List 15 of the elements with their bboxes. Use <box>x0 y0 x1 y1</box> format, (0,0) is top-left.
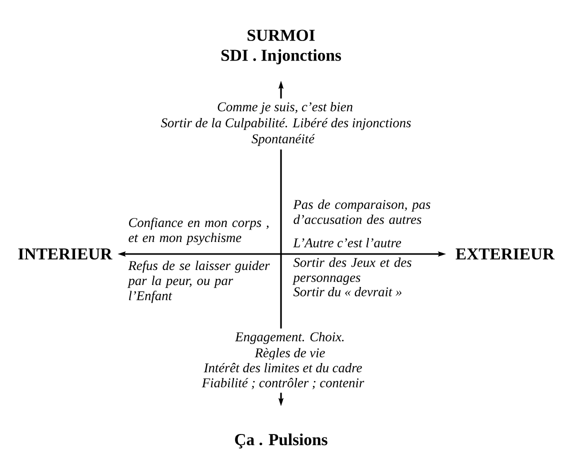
axis-label: SDI . Injonctions <box>221 49 342 64</box>
annotation-text: Intérêt des limites et du cadre <box>202 359 364 376</box>
annotation-text: Engagement. Choix. <box>233 328 347 348</box>
annotation-text: Spontanéité <box>250 130 316 150</box>
annotation-text: Sortir des Jeux et des personnages <box>292 258 412 285</box>
annotation-text: L’Autre c’est l’autre <box>293 238 402 248</box>
annotation-text: Fiabilité ; contrôler ; contenir <box>200 374 366 393</box>
axis-label: SURMOI <box>248 30 315 41</box>
axis-label: Ça . Pulsions <box>235 434 328 448</box>
annotation-text: Confiance en mon corps , et en mon psychisme <box>128 218 269 245</box>
annotation-text: Pas de comparaison, pas d’accusation des autres <box>293 200 430 224</box>
annotation-text: Sortir du « devrait » <box>293 286 402 296</box>
axis-label: EXTERIEUR <box>456 248 555 260</box>
axis-label: INTERIEUR <box>18 248 112 260</box>
annotation-text: Refus de se laisser guider par la peur, ou par l’Enfant <box>128 260 270 303</box>
